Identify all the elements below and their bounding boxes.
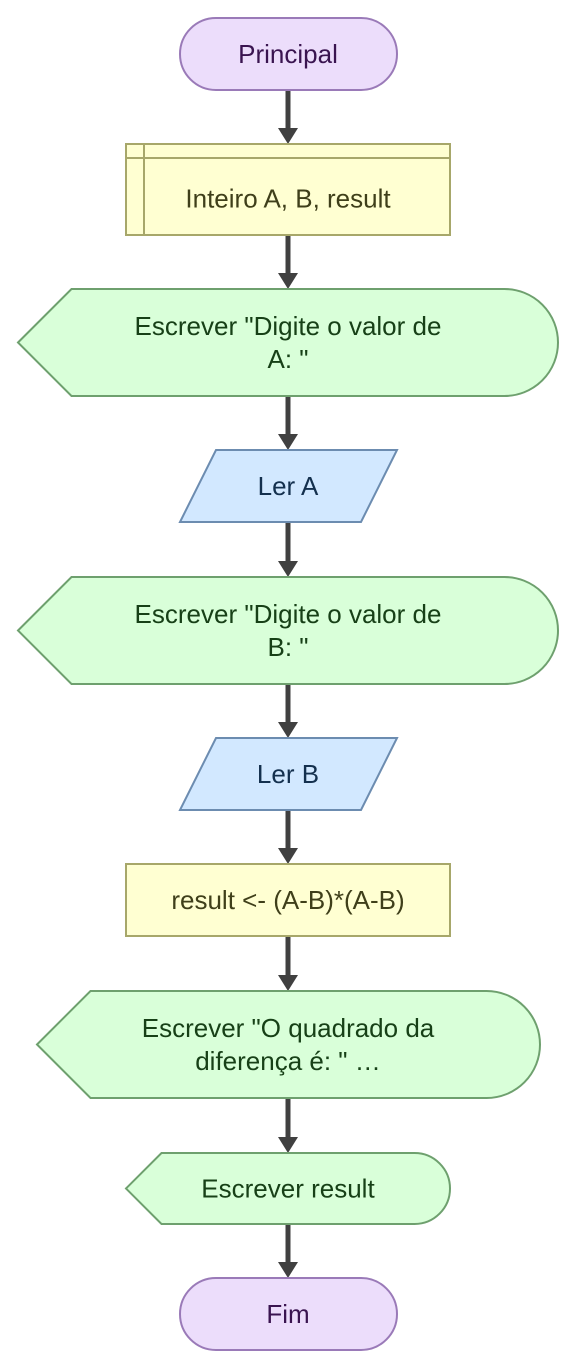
connector-arrow <box>278 684 298 738</box>
node-proc: result <- (A-B)*(A-B) <box>125 863 451 937</box>
node-label: diferença é: " … <box>195 1046 381 1076</box>
node-in1: Ler A <box>178 449 399 523</box>
node-label: Ler A <box>258 471 319 501</box>
input-shape <box>178 449 399 523</box>
node-decl: Inteiro A, B, result <box>125 143 451 236</box>
connector-arrow <box>278 1224 298 1278</box>
node-label: A: " <box>267 344 308 374</box>
node-label: Escrever "Digite o valor de <box>135 311 442 341</box>
display-shape <box>16 576 559 685</box>
display-shape <box>124 1152 451 1225</box>
node-out2: Escrever "Digite o valor deB: " <box>16 576 559 685</box>
node-label: Escrever "O quadrado da <box>142 1013 435 1043</box>
connector-arrow <box>278 936 298 991</box>
terminal-shape <box>179 17 398 91</box>
input-shape <box>178 737 399 811</box>
node-out1: Escrever "Digite o valor deA: " <box>16 288 559 397</box>
node-label: Escrever result <box>201 1174 375 1204</box>
connector-arrow <box>278 396 298 450</box>
node-end: Fim <box>179 1277 398 1351</box>
node-in2: Ler B <box>178 737 399 811</box>
connector-arrow <box>278 90 298 144</box>
node-label: result <- (A-B)*(A-B) <box>171 885 404 915</box>
node-label: Ler B <box>257 759 319 789</box>
display-shape <box>35 990 541 1099</box>
node-label: Escrever "Digite o valor de <box>135 599 442 629</box>
node-label: Inteiro A, B, result <box>185 184 391 214</box>
connector-arrow <box>278 522 298 577</box>
node-label: Fim <box>266 1299 309 1329</box>
node-start: Principal <box>179 17 398 91</box>
connector-arrow <box>278 1098 298 1153</box>
connector-arrow <box>278 810 298 864</box>
connector-arrow <box>278 235 298 289</box>
declaration-shape <box>125 143 451 236</box>
node-label: B: " <box>267 632 308 662</box>
process-shape <box>125 863 451 937</box>
display-shape <box>16 288 559 397</box>
node-label: Principal <box>238 39 338 69</box>
node-out4: Escrever result <box>124 1152 451 1225</box>
terminal-shape <box>179 1277 398 1351</box>
